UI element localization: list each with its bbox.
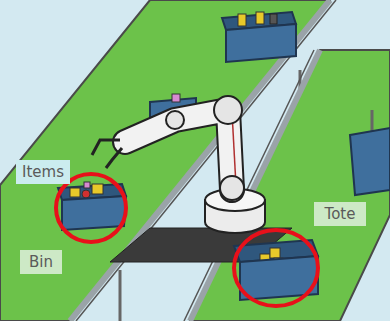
item xyxy=(92,184,103,194)
label-box: Items xyxy=(16,160,70,184)
label-box: Tote xyxy=(314,202,366,226)
item xyxy=(172,94,180,102)
item xyxy=(238,14,246,26)
robot-arm xyxy=(125,110,232,190)
highlight-circle xyxy=(234,230,318,306)
gripper-finger xyxy=(106,148,122,168)
conveyor-rail xyxy=(190,50,320,321)
item xyxy=(256,12,264,24)
label-text: Items xyxy=(22,163,64,181)
item xyxy=(270,248,280,258)
robot-joint xyxy=(166,111,184,129)
label-text: Bin xyxy=(29,253,53,271)
item xyxy=(70,188,80,197)
item xyxy=(84,182,90,188)
robot-joint xyxy=(220,176,244,200)
tote xyxy=(350,128,390,195)
robot-arm xyxy=(125,110,232,190)
conveyor-belt xyxy=(190,50,390,321)
item xyxy=(82,190,90,198)
bin xyxy=(226,24,296,62)
bin xyxy=(62,196,126,230)
gripper-finger xyxy=(92,140,120,155)
label-text: Tote xyxy=(325,205,356,223)
conveyor-leg xyxy=(119,270,122,321)
robot-joint xyxy=(214,96,242,124)
highlight-circle xyxy=(56,174,126,242)
label-box: Bin xyxy=(20,250,62,274)
item xyxy=(270,14,277,24)
